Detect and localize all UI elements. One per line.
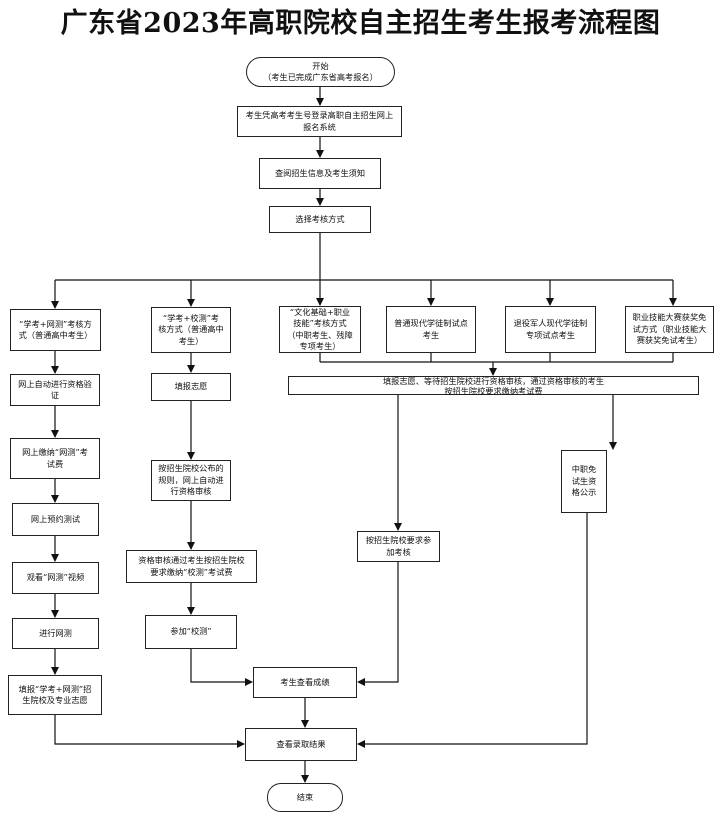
read-info-step: 查阅招生信息及考生须知	[259, 158, 381, 189]
login-step: 考生凭高考考生号登录高职自主招生网上 报名系统	[237, 106, 402, 137]
view-admission-result: 查看录取结果	[245, 728, 357, 761]
pay-wangce-fee: 网上缴纳“网测”考 试费	[10, 438, 100, 479]
view-score-step: 考生查看成绩	[253, 667, 357, 698]
branch-xuekao-wangce: “学考+网测”考核方 式（普通高中考生）	[10, 309, 101, 351]
school-rule-check: 按招生院校公布的 规则，网上自动进 行资格审核	[151, 460, 231, 501]
pay-xiaoce-fee: 资格审核通过考生按招生院校 要求缴纳“校测”考试费	[126, 550, 257, 583]
start-node: 开始 （考生已完成广东省高考报名）	[246, 57, 395, 87]
branch-apprenticeship: 普通现代学徒制试点 考生	[386, 306, 476, 353]
auto-qualification-check: 网上自动进行资格验 证	[10, 374, 100, 406]
branch-veteran-apprenticeship: 退役军人现代学徒制 专项试点考生	[505, 306, 596, 353]
fill-xuekao-wangce-wishes: 填报“学考+网测”招 生院校及专业志愿	[8, 675, 102, 715]
take-online-test: 进行网测	[12, 618, 99, 649]
fill-wishes-step: 填报志愿	[151, 373, 231, 401]
end-node: 结束	[267, 783, 343, 812]
branch-skill-contest-exempt: 职业技能大赛获奖免 试方式（职业技能大 赛获奖免试考生）	[625, 306, 714, 353]
book-online-test: 网上预约测试	[12, 503, 99, 536]
attend-xiaoce: 参加“校测”	[145, 615, 237, 649]
branch-culture-skill: “文化基础+职业 技能”考核方式 （中职考生、残障 专项考生）	[279, 306, 361, 353]
choose-method-step: 选择考核方式	[269, 206, 371, 233]
wishes-and-review-step: 填报志愿、等待招生院校进行资格审核，通过资格审核的考生 按招生院校要求缴纳考试费	[288, 376, 699, 396]
exempt-qualification-notice: 中职免 试生资 格公示	[561, 450, 607, 513]
watch-wangce-video: 观看“网测”视频	[12, 562, 99, 594]
attend-school-assessment: 按招生院校要求参 加考核	[357, 531, 440, 562]
branch-xuekao-xiaoce: “学考+校测”考 核方式（普通高中 考生）	[151, 307, 231, 353]
page-title: 广东省2023年高职院校自主招生考生报考流程图	[60, 8, 661, 39]
